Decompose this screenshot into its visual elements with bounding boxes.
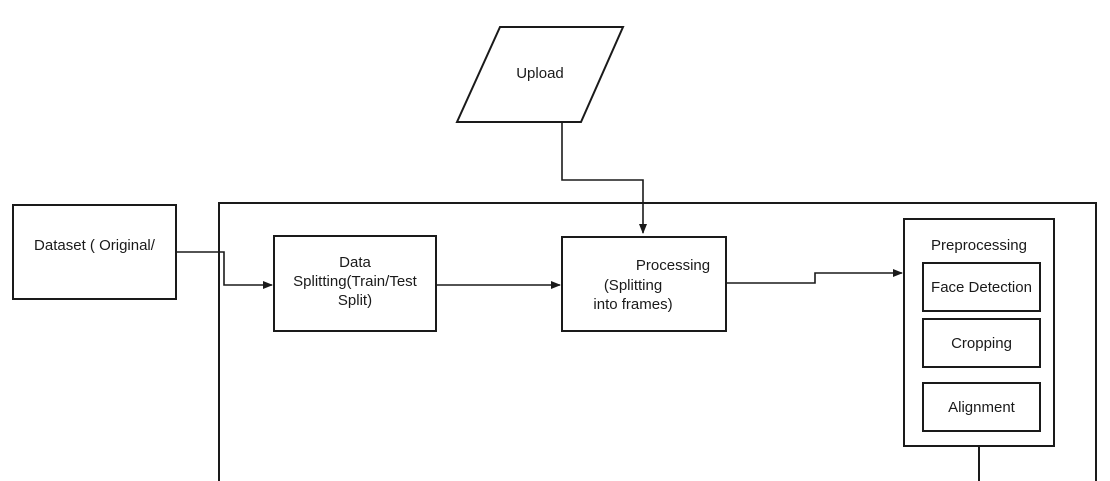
- cropping-box: Cropping: [922, 318, 1041, 368]
- dataset-box: Dataset ( Original/: [12, 204, 177, 300]
- face-detection-box: Face Detection: [922, 262, 1041, 312]
- data-splitting-label: Data Splitting(Train/Test Split): [293, 254, 417, 309]
- preprocessing-title: Preprocessing: [931, 237, 1027, 254]
- system-boundary: [218, 202, 1097, 481]
- arrow-upload-to-processing: [561, 122, 647, 234]
- upload-parallelogram: [455, 26, 625, 123]
- face-detection-label: Face Detection: [931, 279, 1032, 296]
- alignment-label: Alignment: [948, 399, 1015, 416]
- processing-box: Processing (Splitting into frames): [561, 236, 727, 332]
- arrow-processing-to-preprocessing: [726, 269, 903, 284]
- processing-body: (Splitting into frames): [593, 277, 673, 313]
- alignment-box: Alignment: [922, 382, 1041, 432]
- arrow-dataset-to-splitting: [176, 251, 273, 289]
- upload-label: Upload: [516, 65, 564, 82]
- dataset-label: Dataset ( Original/: [34, 237, 155, 254]
- data-splitting-box: Data Splitting(Train/Test Split): [273, 235, 437, 332]
- preprocessing-box: Preprocessing Face Detection Cropping Al…: [903, 218, 1055, 447]
- processing-title: Processing: [635, 257, 711, 274]
- cropping-label: Cropping: [951, 335, 1012, 352]
